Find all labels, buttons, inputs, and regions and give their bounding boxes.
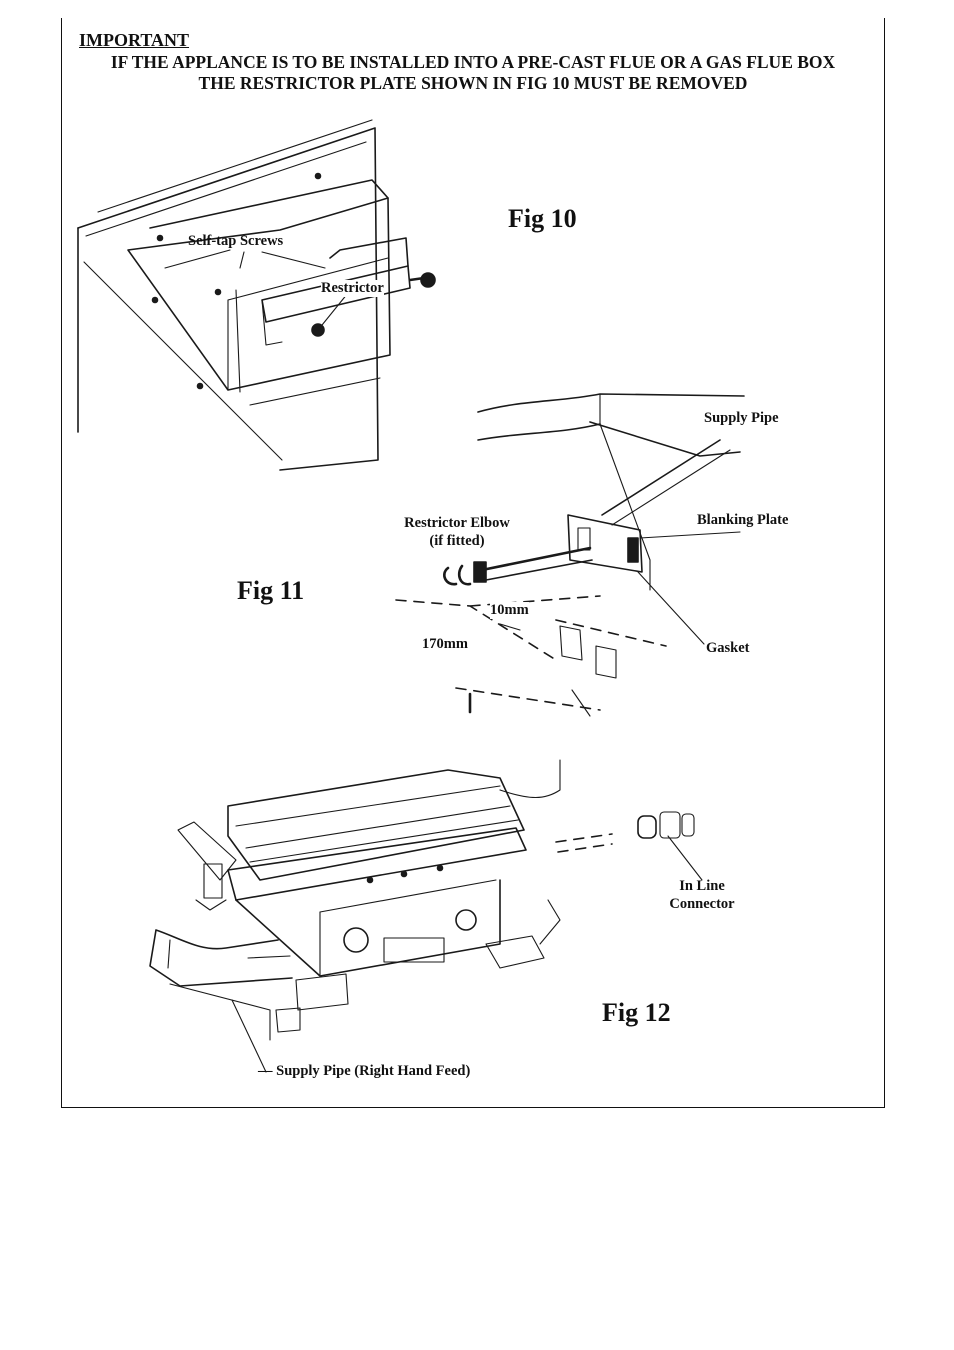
label-self-tap-screws: Self-tap Screws	[188, 233, 284, 249]
label-170mm: 170mm	[422, 636, 468, 652]
important-heading: IMPORTANT	[79, 30, 190, 50]
label-restrictor-elbow-line1: Restrictor Elbow	[404, 515, 510, 531]
label-restrictor-elbow: Restrictor Elbow (if fitted)	[394, 515, 520, 550]
label-supply-pipe-right-hand-feed: — Supply Pipe (Right Hand Feed)	[258, 1063, 471, 1079]
label-blanking-plate: Blanking Plate	[697, 512, 789, 528]
fig10-drawing	[77, 119, 436, 471]
label-10mm: 10mm	[490, 602, 529, 619]
notice-line-2: THE RESTRICTOR PLATE SHOWN IN FIG 10 MUS…	[198, 73, 748, 93]
label-gasket: Gasket	[706, 640, 750, 656]
fig11-drawing	[395, 393, 745, 717]
fig11-title: Fig 11	[237, 576, 305, 605]
label-supply-pipe-right-hand-feed-text: Supply Pipe (Right Hand Feed)	[276, 1063, 471, 1079]
notice-line-1: IF THE APPLANCE IS TO BE INSTALLED INTO …	[110, 52, 836, 72]
fig12-title: Fig 12	[602, 998, 671, 1027]
label-in-line-connector-line1: In Line	[679, 878, 725, 894]
fig12-drawing	[149, 759, 703, 1073]
label-supply-pipe: Supply Pipe	[704, 410, 779, 426]
label-in-line-connector: In Line Connector	[660, 878, 744, 913]
page-border	[61, 18, 885, 1108]
label-in-line-connector-line2: Connector	[669, 896, 735, 912]
fig10-title: Fig 10	[508, 204, 577, 233]
label-restrictor-elbow-line2: (if fitted)	[429, 533, 485, 549]
label-restrictor: Restrictor	[321, 280, 384, 297]
